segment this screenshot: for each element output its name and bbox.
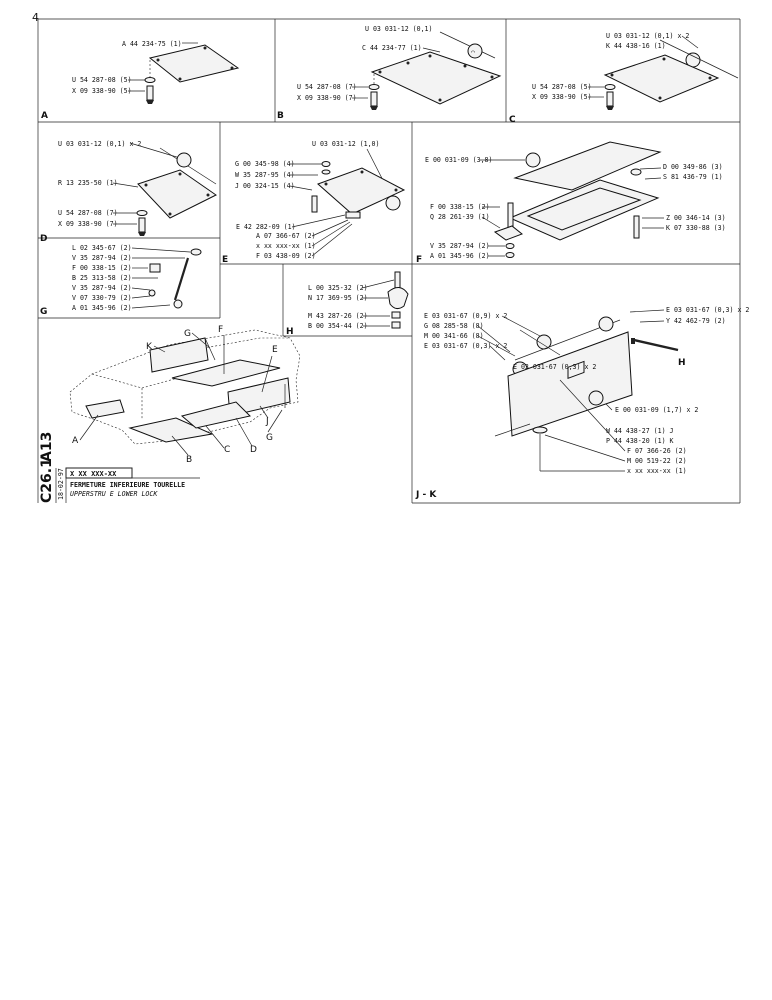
panel-a-part-2: U 54 287-08 (5)	[72, 76, 132, 84]
panel-e-part-1: U 03 031-12 (1,0)	[312, 140, 380, 148]
panel-e-label: E	[222, 255, 228, 265]
panel-f-part-7: K 07 330-88 (3)	[666, 224, 726, 232]
panel-h-label: H	[286, 327, 294, 337]
panel-jk-part-3: M 00 341-66 (8)	[424, 332, 484, 340]
overview-label-e: E	[272, 345, 278, 355]
panel-g-part-1: L 02 345-67 (2)	[72, 244, 132, 252]
panel-g-part-4: B 25 313-58 (2)	[72, 274, 132, 282]
panel-b-part-4: X 09 338-90 (7)	[297, 94, 357, 102]
panel-f-part-1: E 00 031-09 (3,8)	[425, 156, 493, 164]
svg-text:⌒: ⌒	[471, 48, 475, 56]
svg-text:H: H	[678, 358, 686, 368]
panel-f-label: F	[416, 255, 422, 265]
panel-g-part-3: F 00 338-15 (2)	[72, 264, 132, 272]
panel-e-part-3: W 35 287-95 (4)	[235, 171, 295, 179]
panel-jk-part-7: E 03 031-67 (0,3) x 2	[666, 306, 749, 314]
overview-label-c: C	[224, 445, 230, 455]
panel-jk: E 03 031-67 (0,9) x 2 G 08 285-58 (8) M …	[415, 306, 749, 500]
overview-label-g-bottom: G	[266, 433, 273, 443]
panel-jk-part-10: P 44 438-20 (1) K	[606, 437, 674, 445]
panel-f-part-9: A 01 345-96 (2)	[430, 252, 490, 260]
panel-a-part-3: X 09 338-90 (5)	[72, 87, 132, 95]
panel-a-label: A	[41, 111, 48, 121]
panel-jk-part-11: F 07 366-26 (2)	[627, 447, 687, 455]
panel-jk-part-8: E 00 031-09 (1,7) x 2	[615, 406, 698, 414]
panel-f-part-6: Z 00 346-14 (3)	[666, 214, 726, 222]
panel-jk-part-12: M 00 519-22 (2)	[627, 457, 687, 465]
panel-c: U 03 031-12 (0,1) x 2 K 44 438-16 (1) U …	[509, 32, 739, 125]
panel-jk-part-6: Y 42 462-79 (2)	[666, 317, 726, 325]
panel-c-label: C	[509, 115, 516, 125]
panel-c-part-1: U 03 031-12 (0,1) x 2	[606, 32, 689, 40]
overview-label-b: B	[186, 455, 192, 465]
panel-e-part-2: G 00 345-98 (4)	[235, 160, 295, 168]
panel-g-part-6: V 07 330-79 (2)	[72, 294, 132, 302]
panel-jk-part-13: x xx xxx-xx (1)	[627, 467, 687, 475]
panel-f-part-5: Q 28 261-39 (1)	[430, 213, 490, 221]
panel-jk-label: J - K	[415, 490, 437, 500]
panel-h: L 00 325-32 (2) N 17 369-95 (2) M 43 287…	[286, 271, 409, 337]
overview-label-k: K	[146, 342, 153, 352]
panel-g-part-7: A 01 345-96 (2)	[72, 304, 132, 312]
overview-label-a: A	[72, 436, 79, 446]
panel-jk-part-5: E 03 031-67 (0,3) x 2	[513, 363, 596, 371]
panel-e-part-4: J 00 324-15 (4)	[235, 182, 295, 190]
sheet-date: 18-02-97	[57, 468, 65, 500]
panel-e-part-5: E 42 282-09 (1)	[236, 223, 296, 231]
panel-c-part-4: X 09 338-90 (5)	[532, 93, 592, 101]
panel-h-part-1: L 00 325-32 (2)	[308, 284, 368, 292]
panel-b-part-3: U 54 287-08 (7)	[297, 83, 357, 91]
overview-label-f: F	[218, 325, 223, 335]
overview-callouts: K G F E A B C D J G	[72, 325, 283, 465]
panel-e: U 03 031-12 (1,0) G 00 345-98 (4) W 35 2…	[222, 140, 406, 265]
panel-h-part-2: N 17 369-95 (2)	[308, 294, 368, 302]
panel-jk-part-4: E 03 031-67 (0,3) x 2	[424, 342, 507, 350]
panel-g-label: G	[40, 307, 47, 317]
panel-d-part-3: U 54 287-08 (7)	[58, 209, 118, 217]
panel-d-part-2: R 13 235-50 (1)	[58, 179, 118, 187]
panel-b-label: B	[277, 111, 284, 121]
sheet-group-code: A13	[39, 432, 55, 462]
panel-f-part-8: V 35 287-94 (2)	[430, 242, 490, 250]
title-french: FERMETURE INFERIEURE TOURELLE	[70, 481, 185, 489]
panel-a: A 44 234-75 (1) U 54 287-08 (5) X 09 338…	[41, 40, 240, 121]
panel-jk-part-9: W 44 438-27 (1) J	[606, 427, 674, 435]
panel-f: E 00 031-09 (3,8) D 00 349-86 (3) S 81 4…	[416, 141, 726, 265]
panel-g-part-5: V 35 287-94 (2)	[72, 284, 132, 292]
panel-d-part-1: U 03 031-12 (0,1) x 2	[58, 140, 141, 148]
panel-d: U 03 031-12 (0,1) x 2 R 13 235-50 (1) U …	[40, 140, 217, 244]
panel-a-part-1: A 44 234-75 (1)	[122, 40, 182, 48]
panel-f-part-2: D 00 349-86 (3)	[663, 163, 723, 171]
panel-g-part-2: V 35 287-94 (2)	[72, 254, 132, 262]
panel-h-part-3: M 43 287-26 (2)	[308, 312, 368, 320]
page-mark: 4	[32, 11, 39, 24]
panel-b: U 03 031-12 (0,1) ⌒ C 44 234-77 (1) U 54…	[277, 25, 502, 121]
panel-c-part-3: U 54 287-08 (5)	[532, 83, 592, 91]
panel-frames	[37, 18, 741, 504]
panel-b-part-1: U 03 031-12 (0,1)	[365, 25, 433, 33]
panel-jk-part-2: G 08 285-58 (8)	[424, 322, 484, 330]
sheet-serial: X XX XXX-XX	[70, 470, 117, 478]
overview-machine	[69, 329, 301, 445]
panel-b-part-2: C 44 234-77 (1)	[362, 44, 422, 52]
panel-e-part-8: F 03 438-09 (2)	[256, 252, 316, 260]
title-block: A13 C26.1 18-02-97 X XX XXX-XX FERMETURE…	[39, 432, 200, 503]
panel-e-part-6: A 07 366-67 (2)	[256, 232, 316, 240]
overview-label-g-top: G	[184, 329, 191, 339]
overview-label-d: D	[250, 445, 257, 455]
sheet-page-code: C26.1	[39, 458, 55, 503]
title-english: UPPERSTRU E LOWER LOCK	[70, 490, 158, 498]
overview-label-j: J	[265, 417, 269, 427]
panel-c-part-2: K 44 438-16 (1)	[606, 42, 666, 50]
panel-f-part-3: S 81 436-79 (1)	[663, 173, 723, 181]
panel-g: L 02 345-67 (2) V 35 287-94 (2) F 00 338…	[40, 244, 202, 317]
panel-d-label: D	[40, 234, 47, 244]
panel-f-part-4: F 00 338-15 (2)	[430, 203, 490, 211]
panel-e-part-7: x xx xxx-xx (1)	[256, 242, 316, 250]
panel-jk-part-1: E 03 031-67 (0,9) x 2	[424, 312, 507, 320]
panel-d-part-4: X 09 338-90 (7)	[58, 220, 118, 228]
panel-h-part-4: B 00 354-44 (2)	[308, 322, 368, 330]
